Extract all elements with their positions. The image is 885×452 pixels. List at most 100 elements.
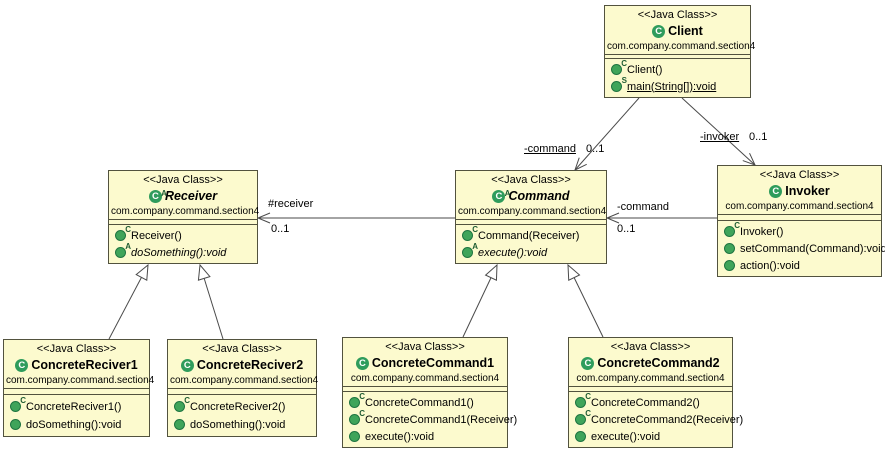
constructor-method-icon: C [349,409,365,425]
generalization-concretecommand2-command[interactable] [568,265,604,338]
method-row[interactable]: doSomething():void [10,416,145,433]
class-icon: C [355,357,369,370]
method-row[interactable]: C Receiver() [115,225,253,244]
class-header: <<Java Class>> C Invoker com.company.com… [718,166,881,214]
class-box-concrete-command1[interactable]: <<Java Class>> C ConcreteCommand1 com.co… [342,337,517,448]
class-box-client[interactable]: <<Java Class>> C Client com.company.comm… [604,5,755,98]
package-label: com.company.command.section4 [725,201,874,212]
class-icon: C [769,185,783,198]
method-row[interactable]: C ConcreteCommand2(Receiver) [575,409,743,428]
role-label-command-mid[interactable]: -command [617,201,669,213]
method-label: Receiver() [131,229,182,242]
generalization-concretereciver2-receiver[interactable] [200,265,224,340]
method-row[interactable]: C ConcreteCommand1() [349,392,503,411]
method-row[interactable]: doSomething():void [174,416,312,433]
multiplicity-label[interactable]: 0..1 [586,143,605,155]
generalization-concretecommand1-command[interactable] [462,265,497,338]
methods-compartment: C ConcreteCommand2() C ConcreteCommand2(… [569,391,743,447]
method-label: action():void [740,259,800,272]
methods-compartment: C Receiver() A doSomething():void [109,224,257,263]
attributes-compartment [718,214,881,220]
stereotype-label: <<Java Class>> [202,343,282,355]
stereotype-label: <<Java Class>> [491,174,571,186]
method-row[interactable]: C ConcreteCommand1(Receiver) [349,409,517,428]
method-label: ConcreteCommand2() [591,396,700,409]
multiplicity-label[interactable]: 0..1 [749,131,768,143]
association-client-command[interactable] [575,97,640,170]
method-row[interactable]: C ConcreteCommand2() [575,392,728,411]
method-row[interactable]: execute():void [575,428,728,445]
constructor-method-icon: C [724,221,740,237]
method-row[interactable]: execute():void [349,428,503,445]
multiplicity-label[interactable]: 0..1 [271,223,290,235]
role-label-command[interactable]: -command [524,143,576,155]
method-row[interactable]: C Invoker() [724,221,877,240]
method-row[interactable]: action():void [724,257,877,274]
class-name-row: C ConcreteReciver2 [170,357,314,374]
class-icon: C [652,25,666,38]
class-icon: C [180,359,194,372]
class-name-row: C Invoker [720,183,879,200]
attributes-compartment [4,388,149,394]
class-box-invoker[interactable]: <<Java Class>> C Invoker com.company.com… [717,165,885,277]
methods-compartment: C ConcreteReciver2() doSomething():void [168,394,316,436]
method-label: ConcreteCommand1() [365,396,474,409]
class-box-concrete-command2[interactable]: <<Java Class>> C ConcreteCommand2 com.co… [568,337,743,448]
class-box-concrete-reciver1[interactable]: <<Java Class>> C ConcreteReciver1 com.co… [3,339,154,437]
method-label: Invoker() [740,225,784,238]
role-label-invoker[interactable]: -invoker [700,131,740,143]
stereotype-label: <<Java Class>> [385,341,465,353]
constructor-method-icon: C [611,59,627,75]
class-name: ConcreteReciver1 [31,358,138,372]
role-label-receiver[interactable]: #receiver [268,198,314,210]
class-header: <<Java Class>> C ConcreteReciver2 com.co… [168,340,318,388]
method-row[interactable]: A doSomething():void [115,242,253,261]
public-method-icon [575,431,586,442]
class-name: ConcreteReciver2 [196,358,304,372]
stereotype-label: <<Java Class>> [610,341,691,353]
public-method-icon [174,419,185,430]
method-row[interactable]: C ConcreteReciver2() [174,396,312,415]
constructor-method-icon: C [349,392,365,408]
class-name: Command [508,189,570,203]
method-row[interactable]: A execute():void [462,242,602,261]
class-icon: C [581,357,595,370]
method-row[interactable]: C ConcreteReciver1() [10,396,145,415]
package-label: com.company.command.section4 [111,206,260,217]
method-row[interactable]: C Client() [611,59,746,78]
method-label: ConcreteReciver2() [190,400,286,413]
static-method-icon: S [611,76,627,92]
abstract-method-icon: A [115,242,131,258]
constructor-method-icon: C [174,396,190,412]
attributes-compartment [168,388,316,394]
methods-compartment: C ConcreteCommand1() C ConcreteCommand1(… [343,391,517,447]
method-row[interactable]: setCommand(Command):void [724,240,885,257]
class-box-concrete-reciver2[interactable]: <<Java Class>> C ConcreteReciver2 com.co… [167,339,318,437]
multiplicity-label[interactable]: 0..1 [617,223,636,235]
attributes-compartment [569,386,732,391]
class-name: Receiver [164,189,218,203]
method-row[interactable]: C Command(Receiver) [462,225,602,244]
generalization-concretereciver1-receiver[interactable] [108,265,148,340]
class-name-row: C ConcreteCommand2 [571,355,730,372]
public-method-icon [724,243,735,254]
methods-compartment: C Client() S main(String[]):void [605,58,750,97]
method-label: ConcreteCommand2(Receiver) [591,413,744,426]
class-header: <<Java Class>> C ConcreteCommand2 com.co… [569,338,732,386]
method-row[interactable]: S main(String[]):void [611,76,746,95]
class-header: <<Java Class>> C ConcreteReciver1 com.co… [4,340,154,388]
method-label: execute():void [365,430,435,443]
public-method-icon [349,431,360,442]
constructor-method-icon: C [115,225,131,241]
public-method-icon [10,419,21,430]
attributes-compartment [343,386,507,391]
method-label: doSomething():void [131,246,227,259]
class-header: <<Java Class>> C ConcreteCommand1 com.co… [343,338,507,386]
